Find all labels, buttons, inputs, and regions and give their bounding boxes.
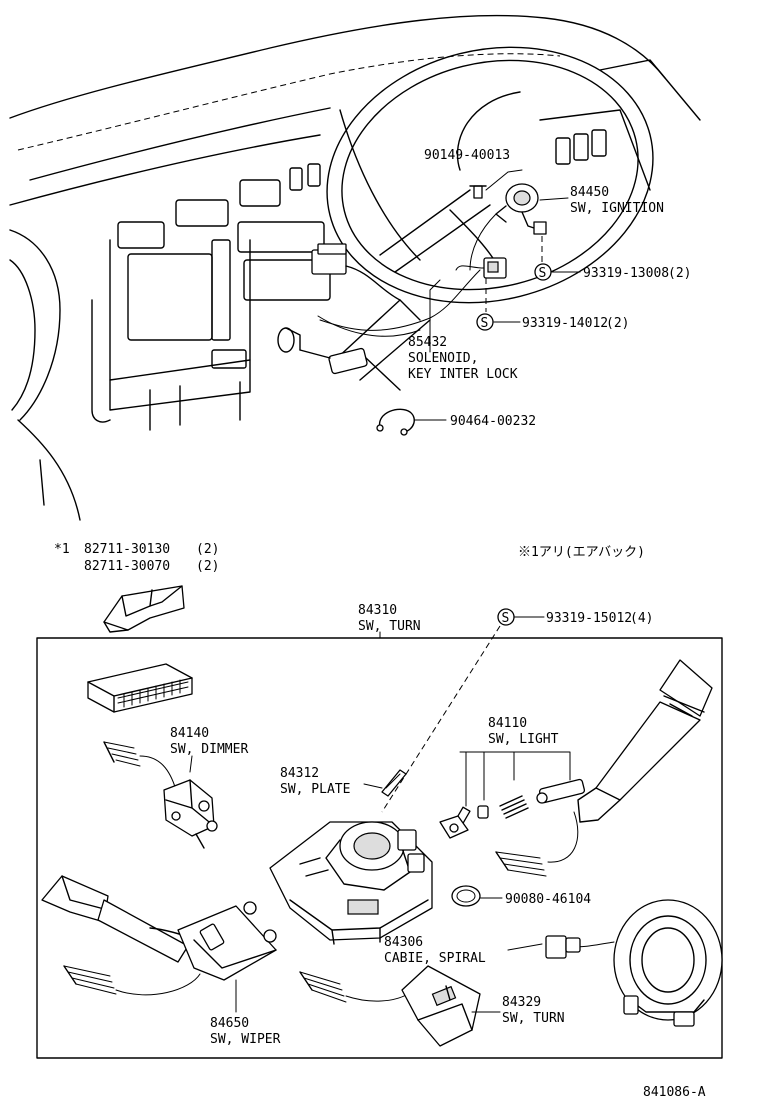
- band-90080-part[interactable]: [451, 885, 503, 907]
- label-solenoid-name-1: SOLENOID,: [408, 351, 478, 366]
- wiper-switch-part[interactable]: [41, 875, 277, 1013]
- label-wiper-number: 84650: [210, 1016, 249, 1031]
- spiral-cable-part[interactable]: [545, 899, 723, 1027]
- column-cover-part[interactable]: [103, 585, 185, 633]
- ignition-switch[interactable]: [469, 183, 547, 271]
- turn-switch-84329-part[interactable]: [299, 965, 481, 1047]
- solenoid-part[interactable]: [455, 257, 507, 279]
- label-note-mark: *1: [54, 542, 70, 557]
- label-screw-93319-13008: 93319-13008: [583, 266, 669, 281]
- label-turn2-name: SW, TURN: [502, 1011, 565, 1026]
- label-solenoid-number: 85432: [408, 335, 447, 350]
- combination-switch-body[interactable]: [269, 821, 433, 945]
- screw-93319-14012-icon: S: [476, 313, 494, 331]
- light-switch-spring-part: [499, 795, 529, 819]
- label-plate-number: 84312: [280, 766, 319, 781]
- label-screw-93319-13008-qty: (2): [668, 266, 691, 281]
- label-wiper-name: SW, WIPER: [210, 1032, 281, 1047]
- label-screw-93319-14012-qty: (2): [606, 316, 629, 331]
- label-band-90080: 90080-46104: [505, 892, 591, 907]
- label-screw-93319-14012: 93319-14012: [522, 316, 608, 331]
- label-screw-93319-15012: 93319-15012: [546, 611, 632, 626]
- clamp-90464-part[interactable]: [376, 408, 447, 436]
- label-turn-switch-name: SW, TURN: [358, 619, 421, 634]
- svg-text:S: S: [481, 316, 489, 331]
- label-solenoid-name-2: KEY INTER LOCK: [408, 367, 518, 382]
- light-switch-screw-part: [439, 806, 471, 839]
- label-spiral-name: CABIE, SPIRAL: [384, 951, 486, 966]
- screw-93319-13008-icon: S: [534, 263, 552, 281]
- label-cover-1: 82711-30130: [84, 542, 170, 557]
- label-cover-1-qty: (2): [196, 542, 219, 557]
- label-clamp-90464: 90464-00232: [450, 414, 536, 429]
- label-note-airbag: ※1アリ(エアバック): [518, 545, 645, 560]
- dashboard-illustration: [9, 14, 701, 521]
- plate-84312-part[interactable]: [363, 769, 407, 797]
- svg-text:S: S: [502, 611, 510, 626]
- label-cover-2-qty: (2): [196, 559, 219, 574]
- label-light-name: SW, LIGHT: [488, 732, 559, 747]
- label-cover-2: 82711-30070: [84, 559, 170, 574]
- label-light-number: 84110: [488, 716, 527, 731]
- label-plate-name: SW, PLATE: [280, 782, 350, 797]
- label-turn2-number: 84329: [502, 995, 541, 1010]
- light-switch-ball-part: [477, 805, 489, 819]
- label-plate-part: [87, 663, 193, 713]
- screw-93319-15012-icon: S: [497, 608, 515, 626]
- diagram-number: 841086-A: [643, 1085, 706, 1100]
- svg-text:S: S: [539, 266, 547, 281]
- label-spiral-number: 84306: [384, 935, 423, 950]
- label-turn-switch-number: 84310: [358, 603, 397, 618]
- dimmer-switch-part[interactable]: [103, 741, 218, 849]
- screw-90149-icon: [469, 185, 487, 199]
- label-dimmer-name: SW, DIMMER: [170, 742, 248, 757]
- label-ignition-number: 84450: [570, 185, 609, 200]
- label-ignition-name: SW, IGNITION: [570, 201, 664, 216]
- light-switch-lever-part[interactable]: [495, 659, 713, 877]
- label-dimmer-number: 84140: [170, 726, 209, 741]
- label-screw-90149: 90149-40013: [424, 148, 510, 163]
- label-screw-93319-15012-qty: (4): [630, 611, 653, 626]
